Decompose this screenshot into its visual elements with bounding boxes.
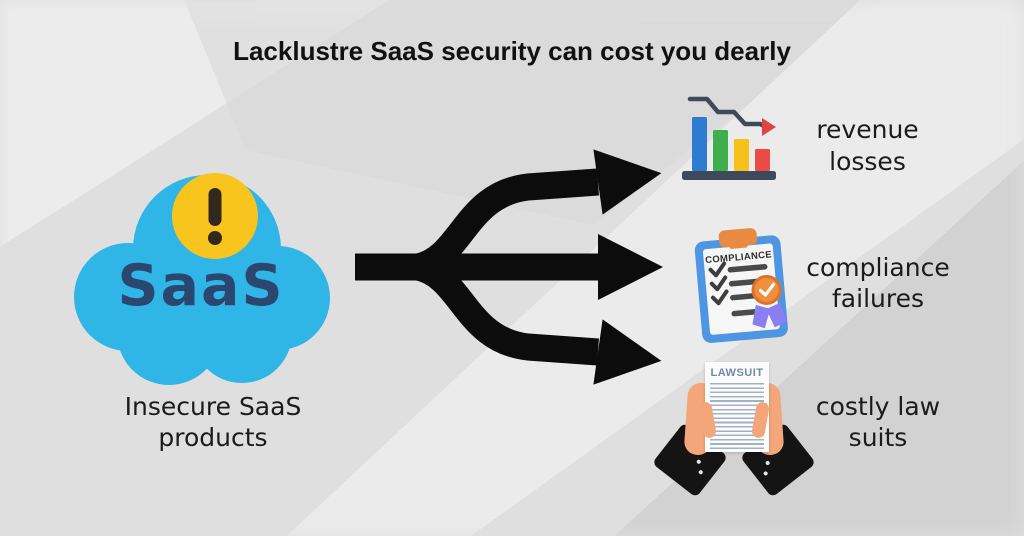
- sleeve-buttons: [695, 458, 702, 465]
- lawsuit-document-icon: LAWSUIT: [651, 356, 817, 498]
- sleeve-buttons: [764, 460, 771, 466]
- outcome-label-costly-law-suits: costly law suits: [815, 392, 941, 452]
- lawsuit-paper-title: LAWSUIT: [710, 367, 764, 379]
- declining-bar-chart-icon: [682, 96, 776, 180]
- outcome-label-revenue-losses: revenue losses: [816, 115, 919, 176]
- exclamation-warning-icon: [172, 173, 258, 259]
- three-way-branching-arrow-icon: [355, 149, 663, 385]
- certified-badge-icon: [751, 274, 788, 329]
- source-label: Insecure SaaS products: [124, 392, 302, 452]
- saas-cloud-text: SaaS: [117, 253, 285, 319]
- page-title: Lacklustre SaaS security can cost you de…: [233, 36, 791, 66]
- cloud-icon: [74, 173, 330, 385]
- outcome-label-compliance-failures: compliance failures: [806, 253, 950, 313]
- compliance-clipboard-icon: COMPLIANCE: [687, 222, 799, 348]
